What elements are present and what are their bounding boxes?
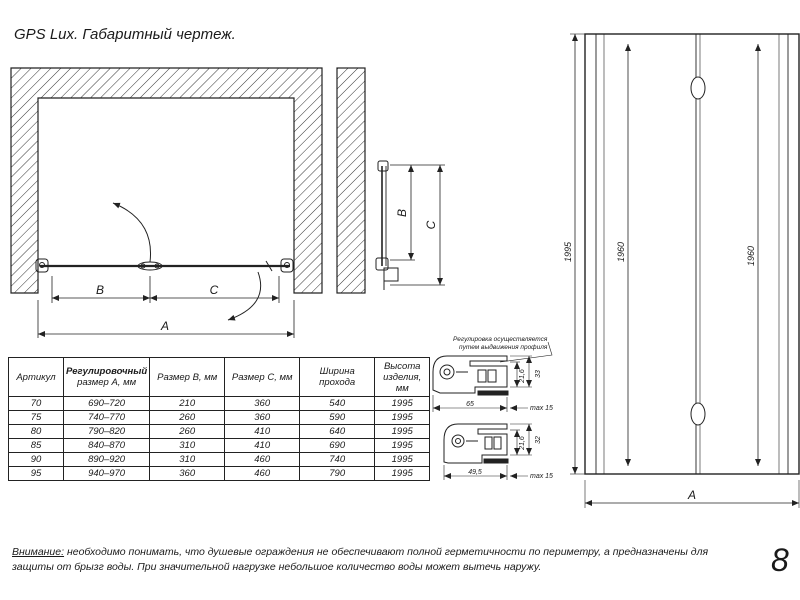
front-handle-top — [690, 76, 706, 100]
plan-hinge-right — [280, 258, 294, 273]
table-cell: 460 — [224, 452, 301, 467]
table-cell: 740 — [299, 452, 376, 467]
table-cell: 690–720 — [62, 396, 151, 411]
side-dim-c-label: C — [424, 220, 438, 229]
front-height-right: 1960 — [746, 246, 756, 266]
table-cell: 590 — [299, 410, 376, 425]
table-cell: 260 — [149, 424, 226, 439]
dim-b-label: B — [96, 283, 104, 297]
dim-a-label: A — [160, 319, 169, 333]
plan-hinge-left — [35, 258, 49, 273]
table-cell: 640 — [299, 424, 376, 439]
profile-2-depth-1: 21,6 — [519, 436, 526, 451]
warning-note: Внимание: необходимо понимать, что душев… — [12, 545, 742, 575]
page-title: GPS Lux. Габаритный чертеж. — [14, 26, 236, 43]
dim-c-label: C — [210, 283, 219, 297]
front-view: 1995 1960 1960 A — [563, 33, 800, 508]
profile-2-max: max 15 — [530, 473, 553, 480]
table-cell: 460 — [224, 466, 301, 481]
table-cell: 260 — [149, 410, 226, 425]
profile-2 — [443, 423, 509, 464]
profile-caption-2: путем выдвижения профиля — [459, 343, 548, 351]
warning-label: Внимание: — [12, 546, 65, 558]
front-height-left: 1960 — [616, 242, 626, 262]
table-cell: 360 — [149, 466, 226, 481]
table-cell: 690 — [299, 438, 376, 453]
table-header-cell: Размер С, мм — [224, 357, 301, 397]
table-cell: 1995 — [374, 424, 431, 439]
table-cell: 790 — [299, 466, 376, 481]
profile-1-max: max 15 — [530, 405, 553, 412]
plan-swing-arc-right — [227, 271, 262, 321]
profile-caption-1: Регулировка осуществляется — [453, 336, 548, 343]
front-dim-a-label: A — [687, 488, 696, 502]
side-dim-b-label: B — [395, 209, 409, 217]
table-cell: 75 — [8, 410, 64, 425]
warning-text: необходимо понимать, что душевые огражде… — [12, 546, 709, 573]
table-cell: 95 — [8, 466, 64, 481]
table-cell: 360 — [224, 396, 301, 411]
table-cell: 1995 — [374, 452, 431, 467]
table-cell: 410 — [224, 438, 301, 453]
table-cell: 85 — [8, 438, 64, 453]
table-cell: 310 — [149, 438, 226, 453]
profile-sections: Регулировка осуществляется путем выдвиже… — [432, 336, 553, 480]
profile-1 — [432, 355, 509, 396]
plan-wall — [10, 67, 323, 294]
table-cell: 90 — [8, 452, 64, 467]
front-handle-bottom — [690, 402, 706, 426]
profile-2-width: 49,5 — [468, 469, 482, 476]
table-cell: 790–820 — [62, 424, 151, 439]
plan-swing-arc-left — [112, 202, 152, 263]
table-cell: 840–870 — [62, 438, 151, 453]
plan-view: B C A — [10, 67, 323, 338]
table-cell: 1995 — [374, 410, 431, 425]
table-header-cell: Размер В, мм — [149, 357, 226, 397]
table-cell: 360 — [224, 410, 301, 425]
table-cell: 1995 — [374, 466, 431, 481]
profile-2-depth-2: 32 — [535, 436, 542, 444]
table-cell: 310 — [149, 452, 226, 467]
table-cell: 740–770 — [62, 410, 151, 425]
profile-leader — [499, 341, 553, 363]
table-header-cell: Артикул — [8, 357, 64, 397]
table-cell: 210 — [149, 396, 226, 411]
table-cell: 70 — [8, 396, 64, 411]
profile-1-depth-2: 33 — [535, 370, 542, 378]
table-cell: 540 — [299, 396, 376, 411]
table-cell: 410 — [224, 424, 301, 439]
table-cell: 940–970 — [62, 466, 151, 481]
page-number: 8 — [771, 542, 789, 578]
profile-1-width: 65 — [466, 401, 474, 408]
side-view: B C — [336, 67, 445, 294]
profile-1-depth-1: 21,6 — [519, 369, 526, 384]
side-wall — [336, 67, 366, 294]
table-cell: 80 — [8, 424, 64, 439]
table-cell: 890–920 — [62, 452, 151, 467]
table-cell: 1995 — [374, 438, 431, 453]
table-cell: 1995 — [374, 396, 431, 411]
front-height-total: 1995 — [563, 241, 573, 262]
